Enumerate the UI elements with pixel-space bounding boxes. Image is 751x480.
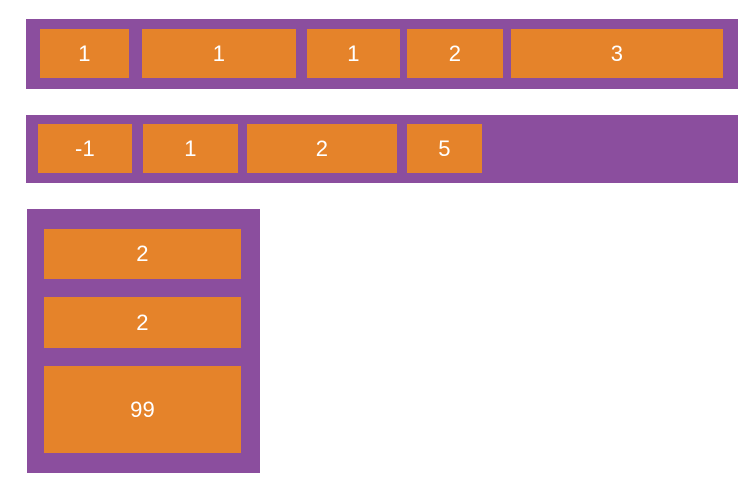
array-cell[interactable]: 1	[40, 29, 129, 78]
array-cell-value: 99	[130, 396, 155, 422]
array-cell-value: -1	[75, 135, 95, 161]
array-cell[interactable]: 2	[407, 29, 503, 78]
array-cell-value: 1	[212, 40, 226, 66]
array-cell[interactable]: 1	[307, 29, 400, 78]
array-cell[interactable]: 1	[142, 29, 296, 78]
array-cell[interactable]: 99	[44, 366, 241, 453]
array-row-2: -1 1 2 5	[26, 115, 738, 183]
array-cell-value: 1	[184, 135, 197, 161]
array-cell[interactable]: -1	[38, 124, 132, 173]
array-cell-value: 2	[136, 241, 149, 266]
array-column-3: 2 2 99	[27, 209, 260, 473]
array-cell[interactable]: 3	[511, 29, 723, 78]
array-cell-value: 1	[78, 40, 91, 66]
array-cell-value: 2	[136, 309, 149, 335]
array-cell[interactable]: 1	[143, 124, 238, 173]
array-cell-value: 1	[347, 40, 360, 66]
array-free-space	[492, 115, 738, 183]
array-cell-value: 2	[448, 40, 462, 66]
array-cell[interactable]: 2	[44, 297, 241, 348]
array-cell-value: 5	[438, 135, 451, 161]
array-cell-value: 2	[315, 135, 329, 161]
array-row-1: 1 1 1 2 3	[26, 19, 738, 89]
array-cell[interactable]: 2	[44, 229, 241, 279]
array-cell-value: 3	[610, 40, 624, 66]
array-cell[interactable]: 5	[407, 124, 482, 173]
array-cell[interactable]: 2	[247, 124, 397, 173]
